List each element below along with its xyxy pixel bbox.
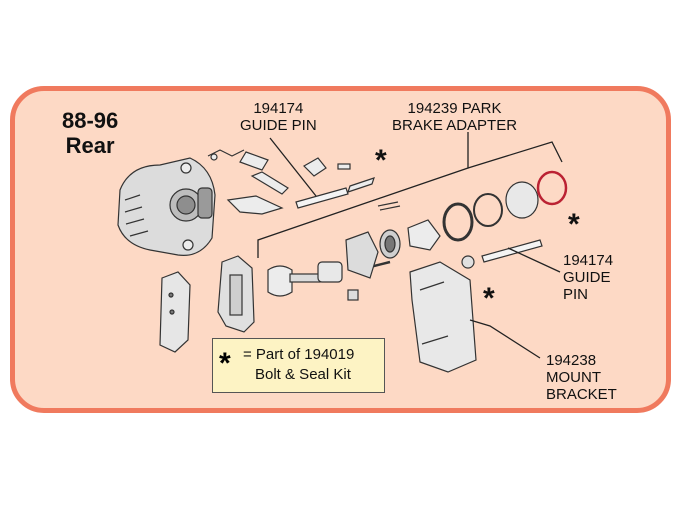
piston-boot [267,265,293,297]
kit-star-marker: * [375,144,387,177]
callout-part-number: 194238 [546,352,597,369]
kit-star-marker: * [568,208,580,241]
mount-bracket [409,261,477,373]
caliper-housing [117,157,216,256]
diagram-title: 88-96 Rear [62,108,118,158]
legend-line-1: = Part of 194019 [243,346,355,363]
callout-park-brake-adapter: 194239 PARK BRAKE ADAPTER [392,100,517,134]
callout-part-name: GUIDE PIN [240,117,317,134]
callout-line: MOUNT [546,369,601,386]
spring-part [207,149,245,157]
title-position: Rear [65,133,115,158]
callout-line: BRAKE ADAPTER [392,117,518,134]
callout-line: 194239 PARK [407,100,502,117]
callout-line: PIN [563,286,589,303]
callout-line: BRACKET [546,386,617,403]
kit-star-marker: * [483,282,495,315]
callout-mount-bracket: 194238 MOUNT BRACKET [546,352,617,403]
legend-star: * [219,347,231,380]
callout-line: GUIDE [563,269,611,286]
lever-part [226,195,284,215]
legend-line-2: Bolt & Seal Kit [255,366,351,383]
title-years: 88-96 [62,108,119,133]
callout-guide-pin-right: 194174 GUIDE PIN [563,252,613,303]
callout-part-number: 194174 [563,252,614,269]
callout-part-number: 194174 [253,100,304,117]
callout-guide-pin-top: 194174 GUIDE PIN [240,100,317,134]
guide-pin-right [481,239,543,263]
legend-box: * = Part of 194019 Bolt & Seal Kit [212,338,385,393]
outer-brake-pad [159,271,191,353]
guide-pin-upper [295,187,349,209]
